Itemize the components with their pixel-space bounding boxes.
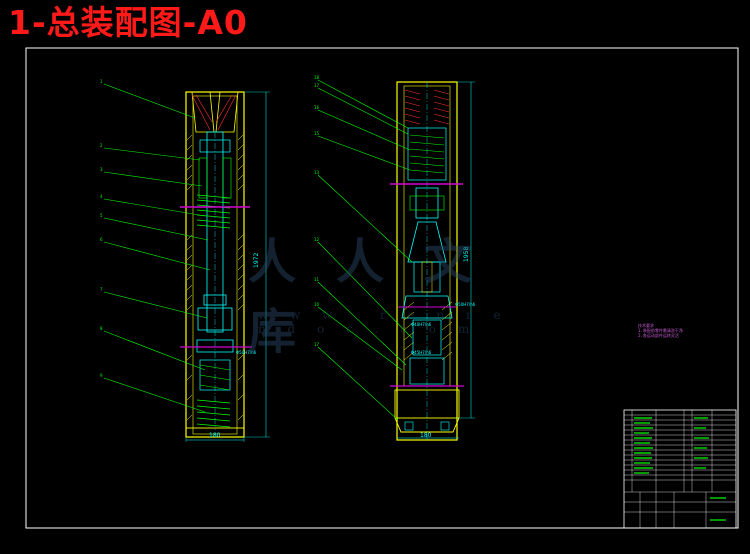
left-height-dim: 1972 <box>253 253 260 268</box>
left-part-number: 9 <box>100 373 103 378</box>
right-part-number: 13 <box>314 170 320 175</box>
left-assembly-view: 1972 180 Φ50H7/h6 1 2 3 4 5 6 <box>100 79 270 442</box>
right-fit-label: Φ45H7/h6 <box>411 350 432 355</box>
right-fit-label: Φ50H7/h6 <box>455 302 476 307</box>
left-part-number: 3 <box>100 167 103 172</box>
tech-note-line: 1.装配前零件需清洗干净 <box>638 328 683 333</box>
tech-note-heading: 技术要求 <box>638 323 654 328</box>
watermark-logo: 人人文库 w w w . r e n r e n d o c . c o m <box>243 222 513 360</box>
right-part-number: 18 <box>314 75 320 80</box>
left-part-number: 1 <box>100 79 103 84</box>
watermark-text: 人人文库 <box>248 234 513 360</box>
right-part-number: 17 <box>314 342 320 347</box>
left-part-number: 7 <box>100 287 103 292</box>
right-height-dim: 1958 <box>463 247 470 262</box>
right-part-number: 16 <box>314 105 320 110</box>
right-leader-lines <box>317 79 413 421</box>
left-part-number: 4 <box>100 194 103 199</box>
left-fit-label: Φ50H7/h6 <box>236 350 257 355</box>
right-fit-label: Φ40H7/h6 <box>411 322 432 327</box>
border-frame <box>25 47 739 529</box>
left-part-number: 2 <box>100 143 103 148</box>
right-width-dim: 180 <box>420 432 432 439</box>
technical-notes: 技术要求 1.装配前零件需清洗干净 2.各运动部件运转灵活 <box>638 323 683 338</box>
left-width-dim: 180 <box>209 432 221 439</box>
drawing-title: 1-总装配图-A0 <box>8 3 248 42</box>
watermark-url: w w w . r e n r e n d o c . c o m <box>258 308 510 336</box>
right-part-number: 12 <box>314 237 320 242</box>
left-part-number: 5 <box>100 213 103 218</box>
title-block <box>623 409 737 529</box>
left-part-number: 8 <box>100 326 103 331</box>
left-part-number: 6 <box>100 237 103 242</box>
tech-note-line: 2.各运动部件运转灵活 <box>638 333 679 338</box>
right-assembly-view: 1958 180 Φ50H7/h6 Φ40H7/h6 Φ45H7/h6 18 1… <box>314 75 476 441</box>
right-part-number: 15 <box>314 131 320 136</box>
right-part-number: 10 <box>314 302 320 307</box>
left-leader-lines <box>103 83 211 413</box>
right-part-number: 17 <box>314 83 320 88</box>
right-part-number: 11 <box>314 277 320 282</box>
